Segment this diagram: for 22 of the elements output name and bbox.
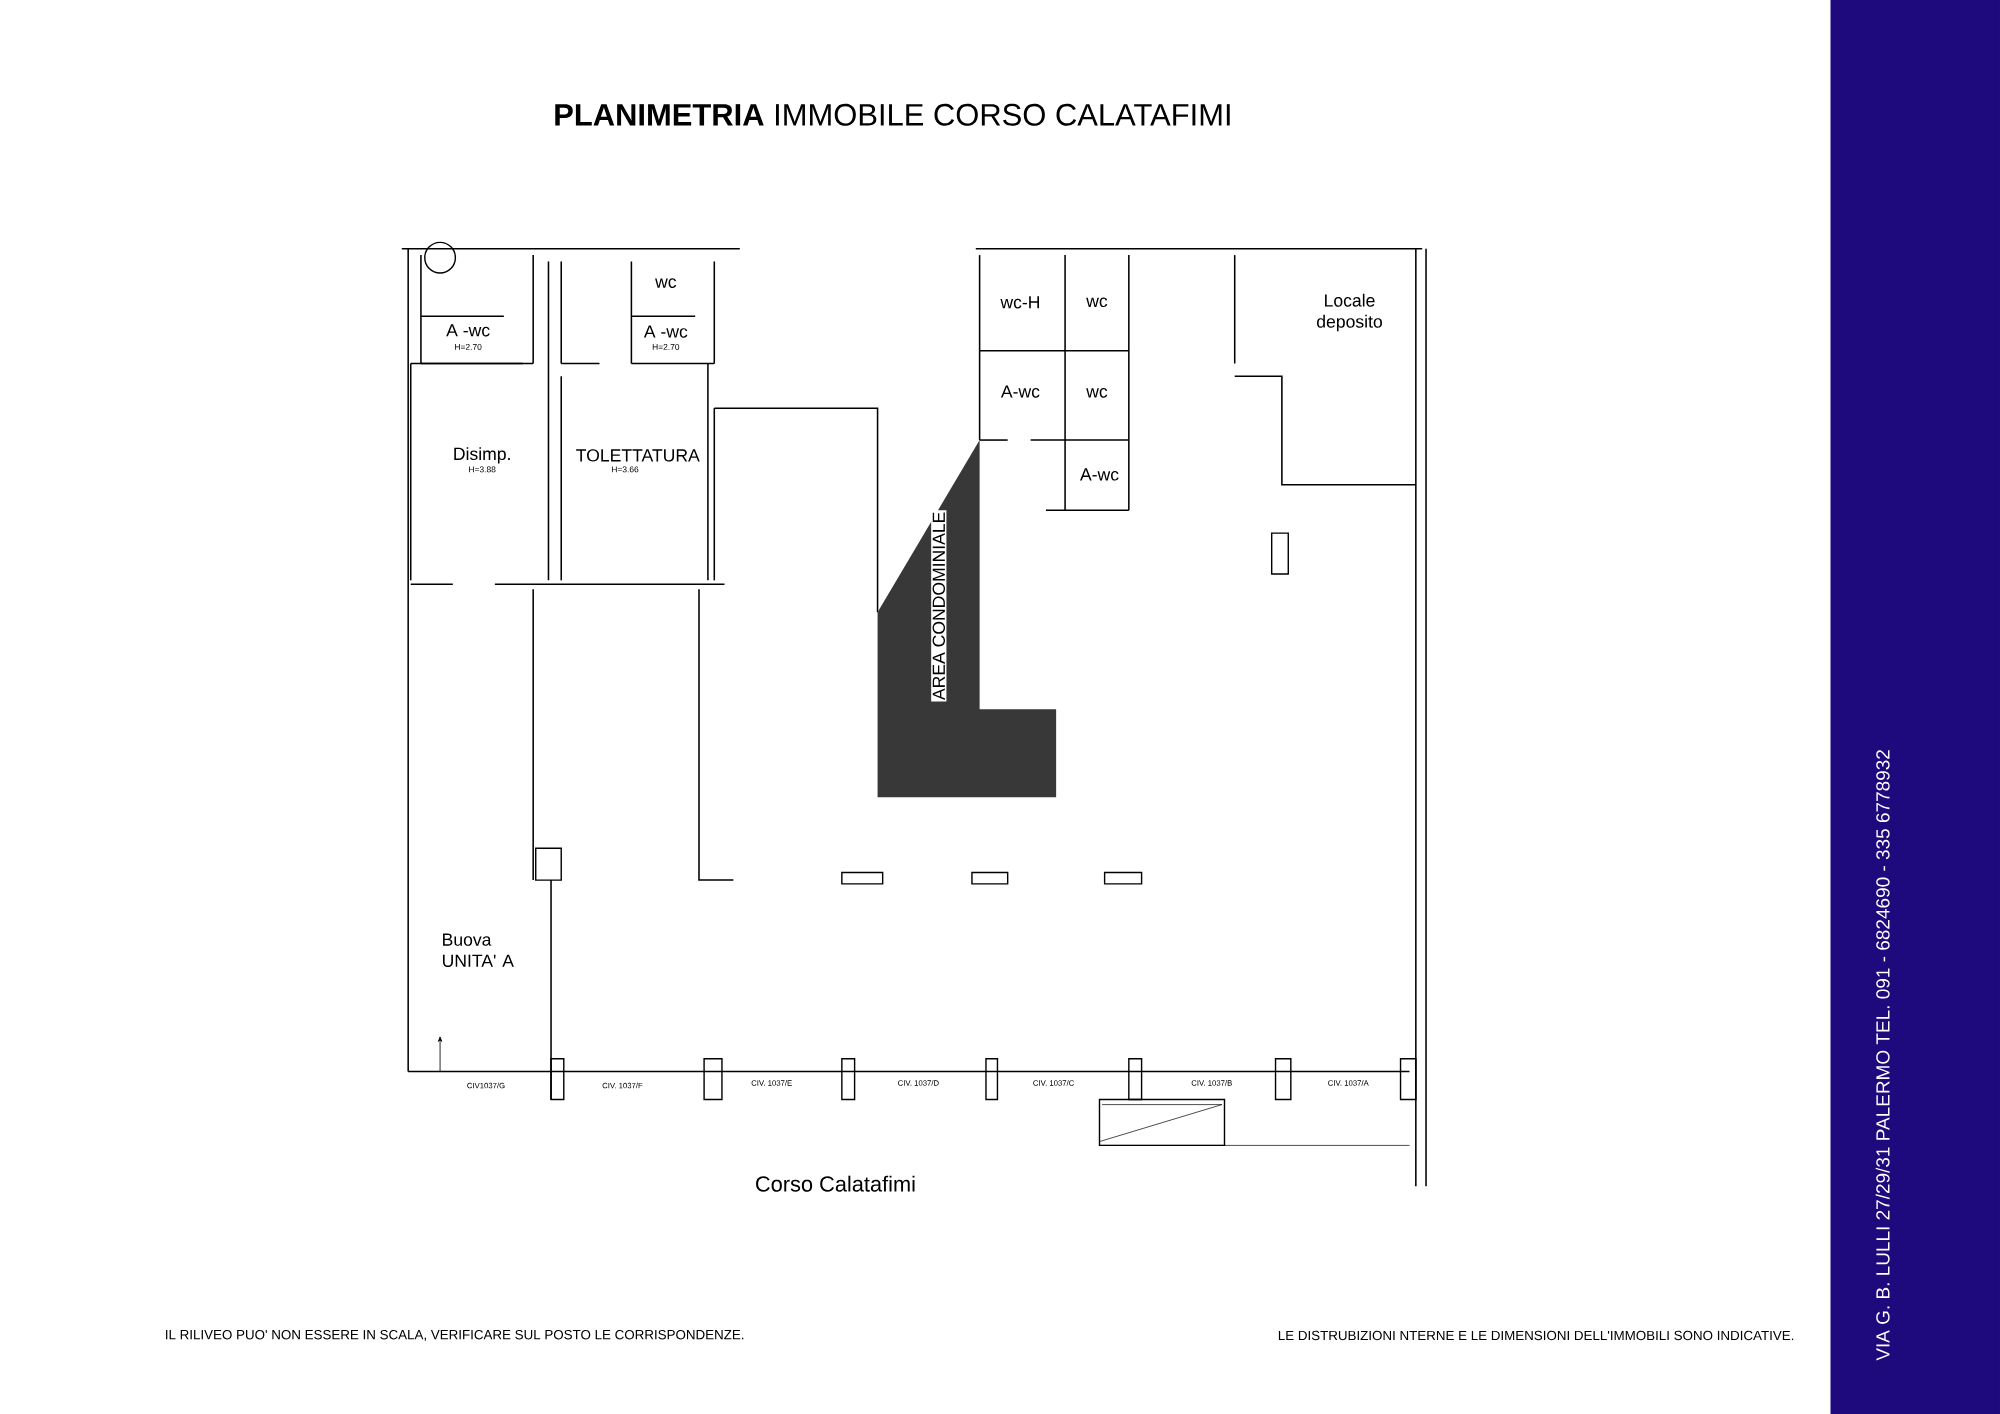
room-label: Buova UNITA' A: [443, 933, 514, 967]
room-label: AREA CONDOMINIALE: [931, 510, 947, 702]
room-label: Disimp.: [454, 447, 510, 464]
room-label: wc: [1086, 388, 1108, 398]
room-label: A-wc: [1080, 468, 1119, 481]
room-label: A -wc: [446, 324, 490, 337]
room-label: TOLETTATURA: [576, 449, 700, 462]
ceiling-height-label: H=2.70: [652, 343, 680, 350]
room-label: wc-H: [1000, 296, 1039, 309]
ceiling-height-label: H=3.88: [469, 466, 496, 473]
note-text: LE DISTRUBIZIONI NTERNE E LE DIMENSIONI DELL'IMMOBILI SONO INDICATIVE.: [1278, 1330, 1794, 1341]
note-text: IL RILIVEO PUO' NON ESSERE IN SCALA, VERIFICARE SUL POSTO LE CORRISPONDENZE.: [166, 1329, 744, 1341]
room-label: wc: [655, 278, 677, 288]
address-text: VIA G. B. LULLI 27/29/31 PALERMO TEL. 091 - 6824690 - 335 6778932: [1875, 750, 1890, 1361]
room-label: A -wc: [643, 325, 688, 338]
ceiling-height-label: H=3.66: [612, 466, 639, 473]
room-label: wc: [1086, 297, 1108, 308]
street-name: Corso Calatafimi: [756, 1175, 915, 1192]
ceiling-height-label: H=2.70: [455, 343, 482, 350]
room-label: A-wc: [1000, 385, 1040, 398]
room-label: Locale deposito: [1317, 293, 1382, 332]
title: PLANIMETRIA IMMOBILE CORSO CALATAFIMI: [555, 103, 1230, 126]
